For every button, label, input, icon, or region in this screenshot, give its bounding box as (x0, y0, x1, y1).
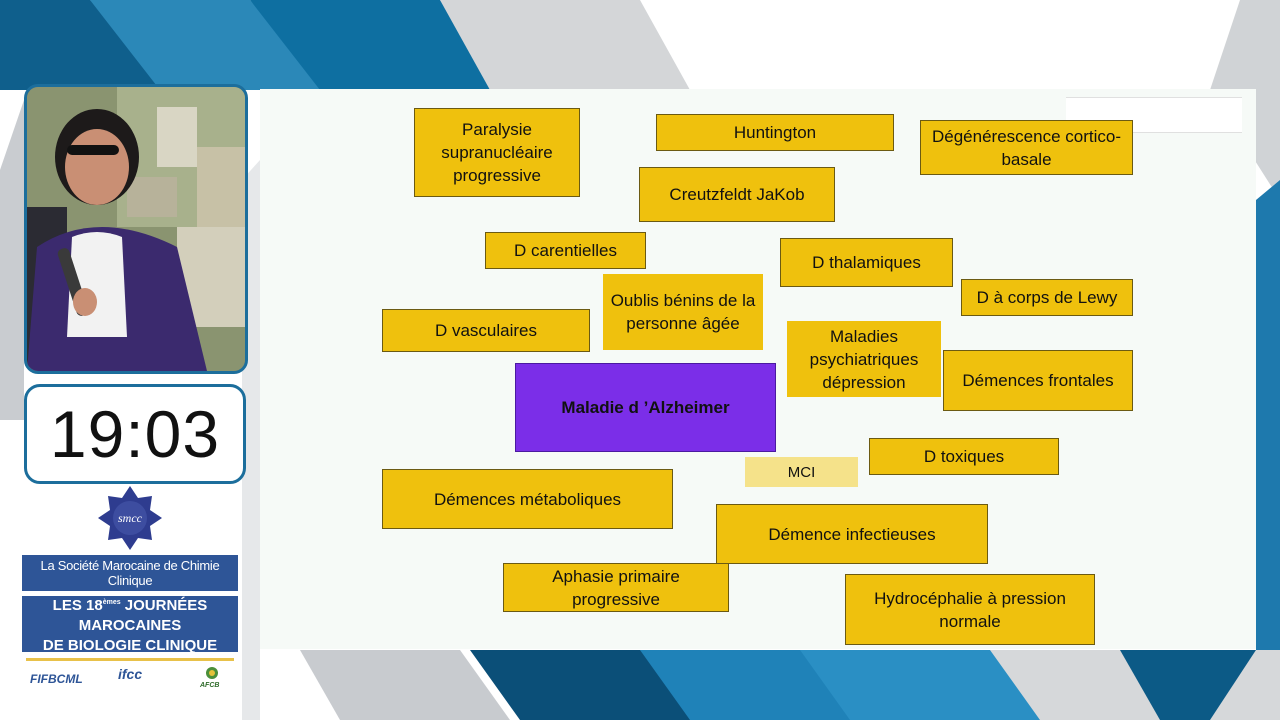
box-maladie-alzheimer: Maladie d ’Alzheimer (515, 363, 776, 452)
divider (26, 658, 234, 661)
box-oublis-benins: Oublis bénins de la personne âgée (603, 274, 763, 350)
event-title-line2: DE BIOLOGIE CLINIQUE (42, 636, 218, 654)
box-aphasie-primaire: Aphasie primaire progressive (503, 563, 729, 612)
box-degenerescence-cortico-basale: Dégénérescence cortico-basale (920, 120, 1133, 175)
society-name-banner: La Société Marocaine de Chimie Clinique (22, 555, 238, 591)
logo-text: smcc (118, 511, 143, 525)
box-demences-metaboliques: Démences métaboliques (382, 469, 673, 529)
smcc-logo: smcc (98, 486, 162, 550)
box-d-carentielles: D carentielles (485, 232, 646, 269)
session-clock: 19:03 (24, 384, 246, 484)
partner-logo-afcb: AFCB (200, 666, 224, 689)
box-d-corps-de-lewy: D à corps de Lewy (961, 279, 1133, 316)
afcb-icon (206, 667, 218, 679)
box-demence-infectieuses: Démence infectieuses (716, 504, 988, 564)
speaker-video (24, 84, 248, 374)
box-d-thalamiques: D thalamiques (780, 238, 953, 287)
box-d-toxiques: D toxiques (869, 438, 1059, 475)
box-paralysie-supranucleaire: Paralysie supranucléaire progressive (414, 108, 580, 197)
box-hydrocephalie: Hydrocéphalie à pression normale (845, 574, 1095, 645)
event-title-line1: LES 18èmes JOURNÉES MAROCAINES (52, 596, 208, 634)
partner-logo-ifcc: ifcc (118, 666, 143, 682)
event-title-banner: LES 18èmes JOURNÉES MAROCAINES DE BIOLOG… (22, 596, 238, 654)
box-mci: MCI (745, 457, 858, 487)
box-maladies-psychiatriques: Maladies psychiatriques dépression (787, 321, 941, 397)
box-d-vasculaires: D vasculaires (382, 309, 590, 352)
presentation-slide: Paralysie supranucléaire progressive Hun… (260, 89, 1256, 649)
box-creutzfeldt-jakob: Creutzfeldt JaKob (639, 167, 835, 222)
partner-logo-fifbcml: FIFBCML (30, 672, 83, 686)
box-demences-frontales: Démences frontales (943, 350, 1133, 411)
box-huntington: Huntington (656, 114, 894, 151)
